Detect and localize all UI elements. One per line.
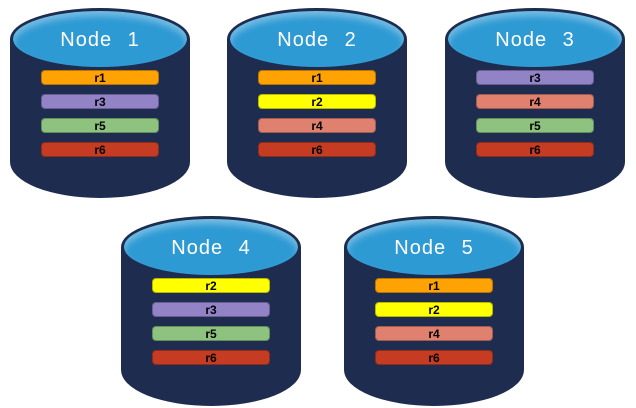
replica-label: r1: [428, 278, 440, 293]
replica-bar-r6: r6: [476, 142, 594, 157]
replica-label: r3: [529, 70, 541, 85]
replica-label: r3: [94, 94, 106, 109]
replica-list: r1 r2 r4 r6: [227, 70, 407, 157]
replica-bar-r2: r2: [152, 278, 270, 293]
replica-bar-r5: r5: [152, 326, 270, 341]
cylinder-top: Node 1: [10, 8, 190, 70]
replica-bar-r2: r2: [258, 94, 376, 109]
replica-label: r4: [428, 326, 440, 341]
replica-bar-r6: r6: [41, 142, 159, 157]
replica-label: r4: [311, 118, 323, 133]
replica-list: r2 r3 r5 r6: [121, 278, 301, 365]
replica-label: r5: [94, 118, 106, 133]
database-node-5: Node 5 r1 r2 r4 r6: [344, 216, 524, 406]
cylinder-top: Node 3: [445, 8, 625, 70]
replica-label: r6: [205, 350, 217, 365]
replica-bar-r3: r3: [41, 94, 159, 109]
replica-label: r6: [94, 142, 106, 157]
replica-bar-r6: r6: [152, 350, 270, 365]
replica-bar-r1: r1: [41, 70, 159, 85]
replica-label: r2: [311, 94, 323, 109]
node-label: Node 4: [171, 236, 251, 259]
replica-bar-r5: r5: [41, 118, 159, 133]
node-label: Node 5: [394, 236, 474, 259]
replica-bar-r4: r4: [258, 118, 376, 133]
replica-bar-r3: r3: [476, 70, 594, 85]
replica-list: r1 r3 r5 r6: [10, 70, 190, 157]
node-label: Node 1: [60, 28, 140, 51]
replica-label: r5: [529, 118, 541, 133]
cylinder-top: Node 2: [227, 8, 407, 70]
replica-label: r5: [205, 326, 217, 341]
replica-label: r4: [529, 94, 541, 109]
replica-label: r1: [311, 70, 323, 85]
cylinder-top: Node 4: [121, 216, 301, 278]
node-label: Node 2: [277, 28, 357, 51]
replica-bar-r1: r1: [258, 70, 376, 85]
replica-bar-r2: r2: [375, 302, 493, 317]
replica-bar-r3: r3: [152, 302, 270, 317]
replica-list: r3 r4 r5 r6: [445, 70, 625, 157]
database-node-4: Node 4 r2 r3 r5 r6: [121, 216, 301, 406]
replica-label: r6: [428, 350, 440, 365]
replica-label: r3: [205, 302, 217, 317]
replica-label: r2: [428, 302, 440, 317]
replica-list: r1 r2 r4 r6: [344, 278, 524, 365]
replica-bar-r5: r5: [476, 118, 594, 133]
replica-bar-r6: r6: [258, 142, 376, 157]
database-node-2: Node 2 r1 r2 r4 r6: [227, 8, 407, 198]
replica-label: r6: [311, 142, 323, 157]
database-node-3: Node 3 r3 r4 r5 r6: [445, 8, 625, 198]
database-node-1: Node 1 r1 r3 r5 r6: [10, 8, 190, 198]
cylinder-top: Node 5: [344, 216, 524, 278]
replica-label: r1: [94, 70, 106, 85]
replica-label: r2: [205, 278, 217, 293]
replica-label: r6: [529, 142, 541, 157]
replica-bar-r1: r1: [375, 278, 493, 293]
replica-bar-r6: r6: [375, 350, 493, 365]
replica-bar-r4: r4: [476, 94, 594, 109]
node-label: Node 3: [495, 28, 575, 51]
replica-bar-r4: r4: [375, 326, 493, 341]
